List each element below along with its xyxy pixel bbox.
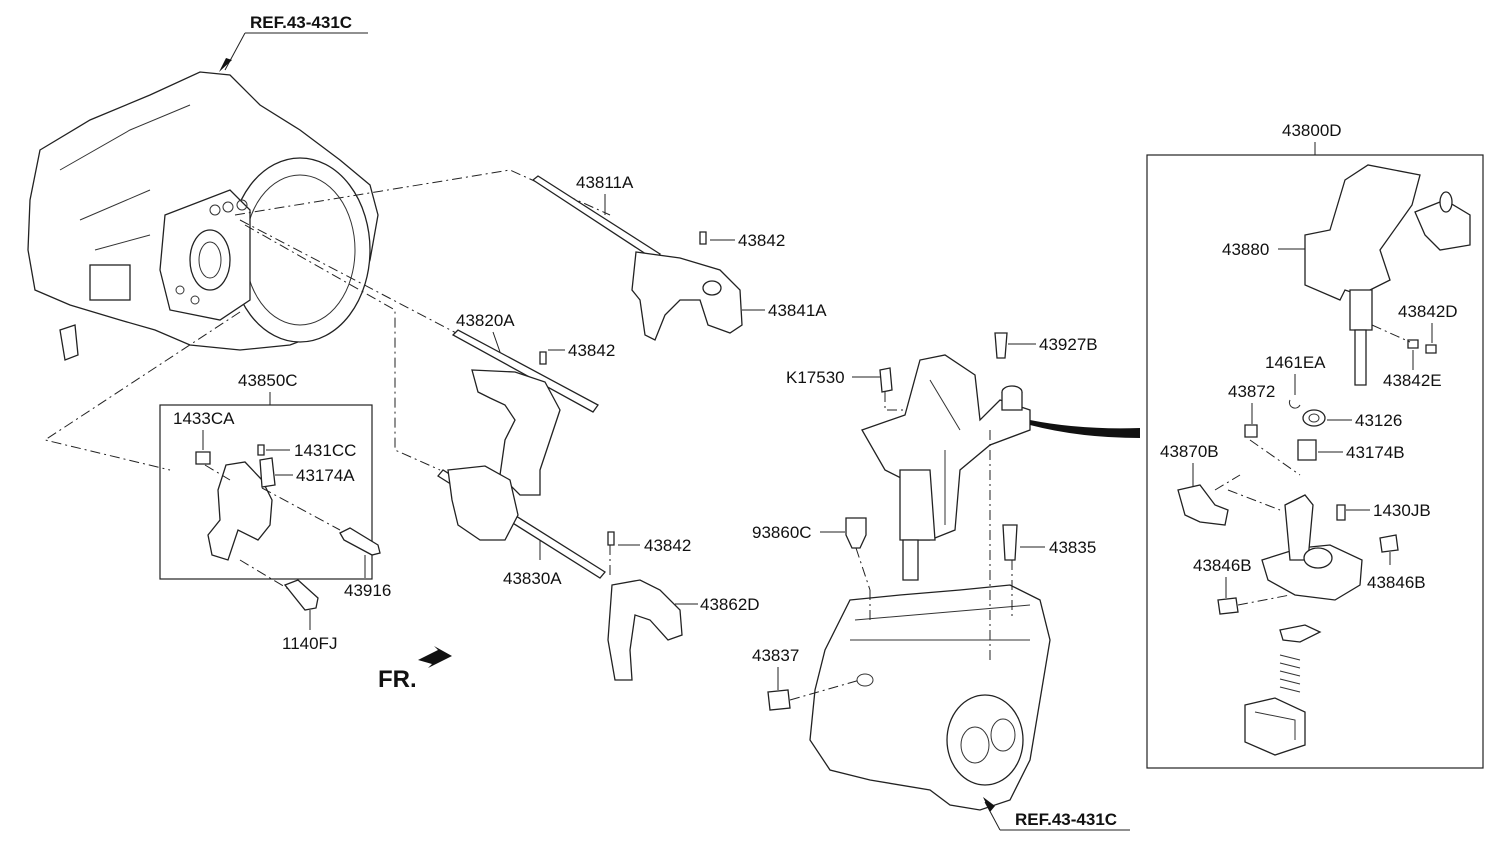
front-arrow-icon — [418, 646, 452, 668]
part-43842-low-label[interactable]: 43842 — [644, 536, 691, 555]
part-43846B-right-label[interactable]: 43846B — [1367, 573, 1426, 592]
front-direction-indicator: FR. — [378, 646, 452, 693]
finger-assy-43850C-group: 43850C 1433CA 1431CC 43174A — [159, 371, 373, 580]
label-43841A[interactable]: 43841A — [742, 301, 827, 320]
label-43842-low[interactable]: 43842 — [618, 536, 691, 555]
part-43174A-label[interactable]: 43174A — [296, 466, 355, 485]
shift-rail-43830A — [437, 465, 615, 579]
part-K17530-label[interactable]: K17530 — [786, 368, 845, 387]
ref-top-callout[interactable]: REF.43-431C — [219, 13, 368, 72]
label-43927B[interactable]: 43927B — [994, 332, 1098, 359]
label-K17530[interactable]: K17530 — [786, 367, 905, 411]
part-1140FJ-label[interactable]: 1140FJ — [282, 634, 337, 653]
shift-lever-assy-43800D-group: 43800D 43880 43842D 43842E 1461EA 43872 … — [1146, 121, 1484, 769]
part-43837-label[interactable]: 43837 — [752, 646, 799, 665]
shift-fork-43862D — [607, 579, 683, 681]
detail-pointer — [1030, 420, 1140, 438]
label-43837[interactable]: 43837 — [752, 646, 861, 711]
part-43842-mid-label[interactable]: 43842 — [568, 341, 615, 360]
label-43820A[interactable]: 43820A — [456, 311, 515, 353]
shift-rail-43820A — [451, 329, 599, 496]
bolt-43916: 43916 — [339, 527, 391, 600]
part-43927B-label[interactable]: 43927B — [1039, 335, 1098, 354]
label-43835[interactable]: 43835 — [1002, 524, 1096, 561]
label-43842-top[interactable]: 43842 — [710, 231, 785, 250]
part-43862D-label[interactable]: 43862D — [700, 595, 760, 614]
ref-bottom-callout[interactable]: REF.43-431C — [983, 797, 1130, 831]
part-1430JB-label[interactable]: 1430JB — [1373, 501, 1431, 520]
part-43842E-label[interactable]: 43842E — [1383, 371, 1442, 390]
front-direction-label[interactable]: FR. — [378, 666, 417, 693]
part-43870B-label[interactable]: 43870B — [1160, 442, 1219, 461]
alignment-lines-left — [43, 169, 611, 575]
part-1461EA-label[interactable]: 1461EA — [1265, 353, 1326, 372]
label-43862D[interactable]: 43862D — [675, 595, 760, 614]
part-1431CC-label[interactable]: 1431CC — [294, 441, 356, 460]
group-43800D-label[interactable]: 43800D — [1282, 121, 1342, 140]
transmission-case-upper — [27, 71, 379, 361]
shift-rail-43811A — [531, 175, 743, 341]
ref-top-arrow-icon — [219, 58, 232, 72]
part-43830A-label[interactable]: 43830A — [503, 569, 562, 588]
part-43846B-left-label[interactable]: 43846B — [1193, 556, 1252, 575]
part-93860C-label[interactable]: 93860C — [752, 523, 812, 542]
ref-bottom-label[interactable]: REF.43-431C — [1015, 810, 1117, 829]
part-43820A-label[interactable]: 43820A — [456, 311, 515, 330]
group-43850C-label[interactable]: 43850C — [238, 371, 298, 390]
part-43835-label[interactable]: 43835 — [1049, 538, 1096, 557]
label-43830A[interactable]: 43830A — [503, 540, 562, 588]
part-43174B-label[interactable]: 43174B — [1346, 443, 1405, 462]
part-43126-label[interactable]: 43126 — [1355, 411, 1402, 430]
part-43880-label[interactable]: 43880 — [1222, 240, 1269, 259]
part-43916-label[interactable]: 43916 — [344, 581, 391, 600]
shift-control-assembly — [861, 354, 1140, 581]
ref-bottom-arrow-icon — [983, 797, 995, 812]
part-43842D-label[interactable]: 43842D — [1398, 302, 1458, 321]
label-43842-mid[interactable]: 43842 — [548, 341, 615, 360]
bolt-1140FJ: 1140FJ — [239, 559, 337, 653]
ref-top-label[interactable]: REF.43-431C — [250, 13, 352, 32]
part-43811A-label[interactable]: 43811A — [576, 173, 634, 192]
part-43872-label[interactable]: 43872 — [1228, 382, 1275, 401]
part-1433CA-label[interactable]: 1433CA — [173, 409, 235, 428]
part-43842-top-label[interactable]: 43842 — [738, 231, 785, 250]
part-43841A-label[interactable]: 43841A — [768, 301, 827, 320]
label-93860C[interactable]: 93860C — [752, 517, 871, 591]
label-43811A[interactable]: 43811A — [576, 173, 634, 215]
transmission-case-lower — [809, 430, 1051, 811]
